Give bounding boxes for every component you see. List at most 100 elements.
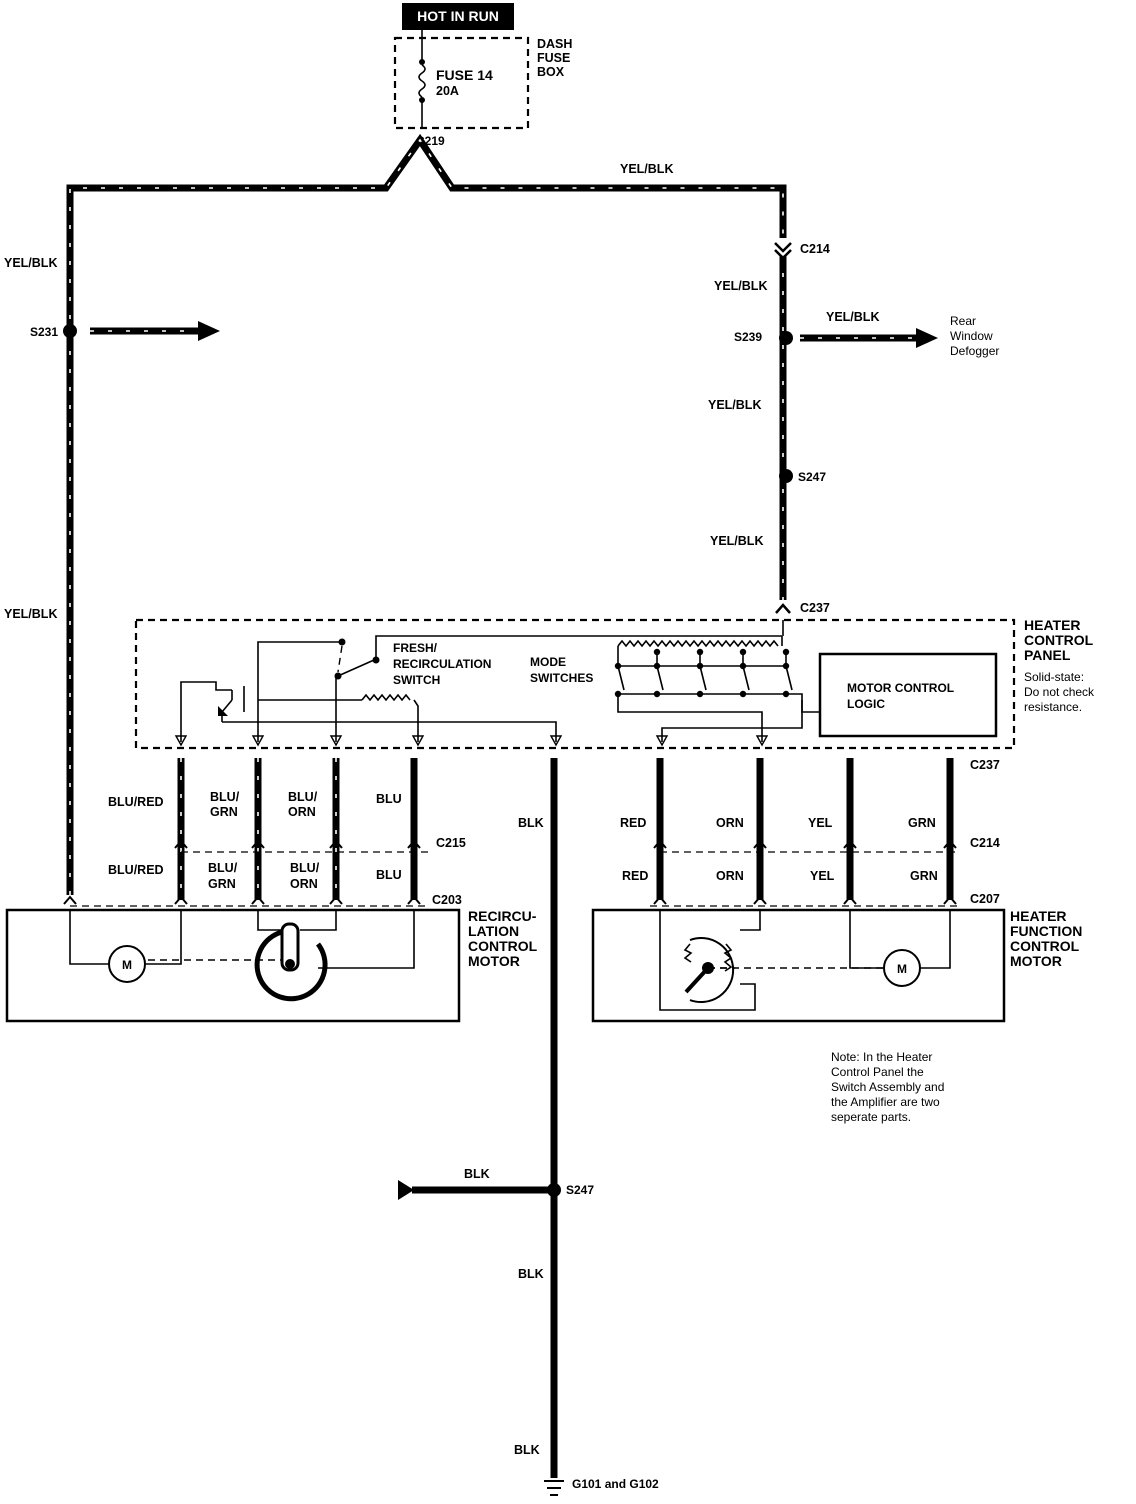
heater-motor-title-1: HEATER (1010, 908, 1067, 924)
recirc-title-3: CONTROL (468, 938, 538, 954)
splice-s239-label: S239 (734, 330, 762, 344)
arrow-icon (800, 328, 938, 348)
wire-label-orn-2: ORN (716, 869, 744, 883)
defogger-line-2: Window (950, 329, 993, 343)
recirc-motor-symbol: M (122, 958, 132, 972)
splice-s231 (63, 324, 77, 338)
connector-c214-top-symbol (774, 242, 792, 260)
note-line-2: Control Panel the (831, 1065, 924, 1079)
note: Note: In the Heater Control Panel the Sw… (831, 1050, 944, 1124)
motor-control-logic-box (818, 652, 998, 738)
note-line-5: seperate parts. (831, 1110, 911, 1124)
heater-motor-symbol: M (897, 962, 907, 976)
wire-label-grn-1: GRN (908, 816, 936, 830)
yel-blk-feed (66, 133, 787, 895)
splice-s247-top-label: S247 (798, 470, 826, 484)
connector-c237-bottom: C237 (970, 758, 1000, 772)
heater-control-panel (134, 618, 1016, 750)
arrow-icon (90, 321, 220, 341)
fuse-box-title-1: DASH (537, 37, 572, 51)
wire-label-blk-2: BLK (464, 1167, 490, 1181)
wire-label-blk-4: BLK (514, 1443, 540, 1457)
wire-label-yelblk-r2: YEL/BLK (708, 398, 761, 412)
heater-panel-note-3: resistance. (1024, 700, 1082, 714)
wire-label-orn-1: ORN (716, 816, 744, 830)
connector-c214-top: C214 (800, 242, 830, 256)
fresh-recirc-switch-schematic (174, 635, 782, 747)
heater-function-motor-box (591, 908, 1006, 1023)
defogger-line-1: Rear (950, 314, 976, 328)
splice-s247-bottom-label: S247 (566, 1183, 594, 1197)
wire-label-red-2: RED (622, 869, 648, 883)
heater-panel-note-1: Solid-state: (1024, 670, 1084, 684)
heater-motor-title-4: MOTOR (1010, 953, 1062, 969)
wire-label-yelblk-r3: YEL/BLK (710, 534, 763, 548)
wire-label-blk-1: BLK (518, 816, 544, 830)
wire-label-blk-3: BLK (518, 1267, 544, 1281)
note-line-3: Switch Assembly and (831, 1080, 944, 1094)
wire-label-grn-2: GRN (910, 869, 938, 883)
recirc-motor-schematic (69, 910, 415, 1002)
recirculation-motor-box (5, 908, 461, 1023)
fresh-switch-line-3: SWITCH (393, 673, 440, 687)
wire-label-bluorn-1a: BLU/ (288, 790, 318, 804)
hot-in-run-label: HOT IN RUN (417, 8, 499, 24)
wire-label-bluorn-1b: ORN (288, 805, 316, 819)
wire-label-blugrn-1a: BLU/ (210, 790, 240, 804)
wire-label-blured-2: BLU/RED (108, 863, 164, 877)
recirc-title-4: MOTOR (468, 953, 520, 969)
motor-icon: M (108, 945, 146, 983)
heater-motor-title-3: CONTROL (1010, 938, 1080, 954)
wire-label-yel-1: YEL (808, 816, 833, 830)
wire-label-bluorn-2a: BLU/ (290, 861, 320, 875)
connector-c203: C203 (432, 893, 462, 907)
connector-c219: C219 (416, 134, 445, 148)
fuse-box-title-2: FUSE (537, 51, 570, 65)
fresh-switch-line-2: RECIRCULATION (393, 657, 491, 671)
defogger-line-3: Defogger (950, 344, 999, 358)
note-line-4: the Amplifier are two (831, 1095, 940, 1109)
note-line-1: Note: In the Heater (831, 1050, 932, 1064)
wire-label-blu-1: BLU (376, 792, 402, 806)
wire-label-blugrn-2a: BLU/ (208, 861, 238, 875)
wire-label-yelblk-left1: YEL/BLK (4, 256, 57, 270)
fuse-rating: 20A (436, 84, 459, 98)
left-harness (70, 758, 430, 907)
wire-label-blugrn-2b: GRN (208, 877, 236, 891)
heater-motor-title-2: FUNCTION (1010, 923, 1082, 939)
mode-switches-line-2: SWITCHES (530, 671, 593, 685)
wire-label-blugrn-1b: GRN (210, 805, 238, 819)
heater-panel-title-2: CONTROL (1024, 632, 1094, 648)
connector-c207: C207 (970, 892, 1000, 906)
splice-s247-top (779, 469, 793, 483)
connector-c237-top-symbol (775, 603, 791, 614)
splice-s239 (779, 331, 793, 345)
mode-switches-line-1: MODE (530, 655, 566, 669)
right-harness (650, 758, 960, 907)
dash-fuse-box: DASH FUSE BOX FUSE 14 20A (393, 30, 572, 130)
logic-line-2: LOGIC (847, 697, 885, 711)
arrow-icon (398, 1180, 548, 1200)
connector-pins (63, 839, 957, 905)
logic-line-1: MOTOR CONTROL (847, 681, 954, 695)
connector-c215: C215 (436, 836, 466, 850)
heater-motor-schematic (659, 910, 951, 1011)
motor-icon: M (883, 949, 921, 987)
fuse-icon (418, 30, 426, 128)
fuse-box-title-3: BOX (537, 65, 565, 79)
wire-label-bluorn-2b: ORN (290, 877, 318, 891)
connector-c214-mid: C214 (970, 836, 1000, 850)
wire-label-yelblk-r1: YEL/BLK (714, 279, 767, 293)
wire-label-red-1: RED (620, 816, 646, 830)
wire-label-blured-1: BLU/RED (108, 795, 164, 809)
connector-c237-top: C237 (800, 601, 830, 615)
wire-label-yelblk-top: YEL/BLK (620, 162, 673, 176)
heater-panel-note-2: Do not check (1024, 685, 1095, 699)
wire-label-yel-2: YEL (810, 869, 835, 883)
mode-switches-schematic (614, 620, 820, 747)
splice-s231-label: S231 (30, 325, 58, 339)
recirc-title-1: RECIRCU- (468, 908, 537, 924)
heater-panel-title-3: PANEL (1024, 647, 1071, 663)
power-source: HOT IN RUN (402, 3, 514, 30)
